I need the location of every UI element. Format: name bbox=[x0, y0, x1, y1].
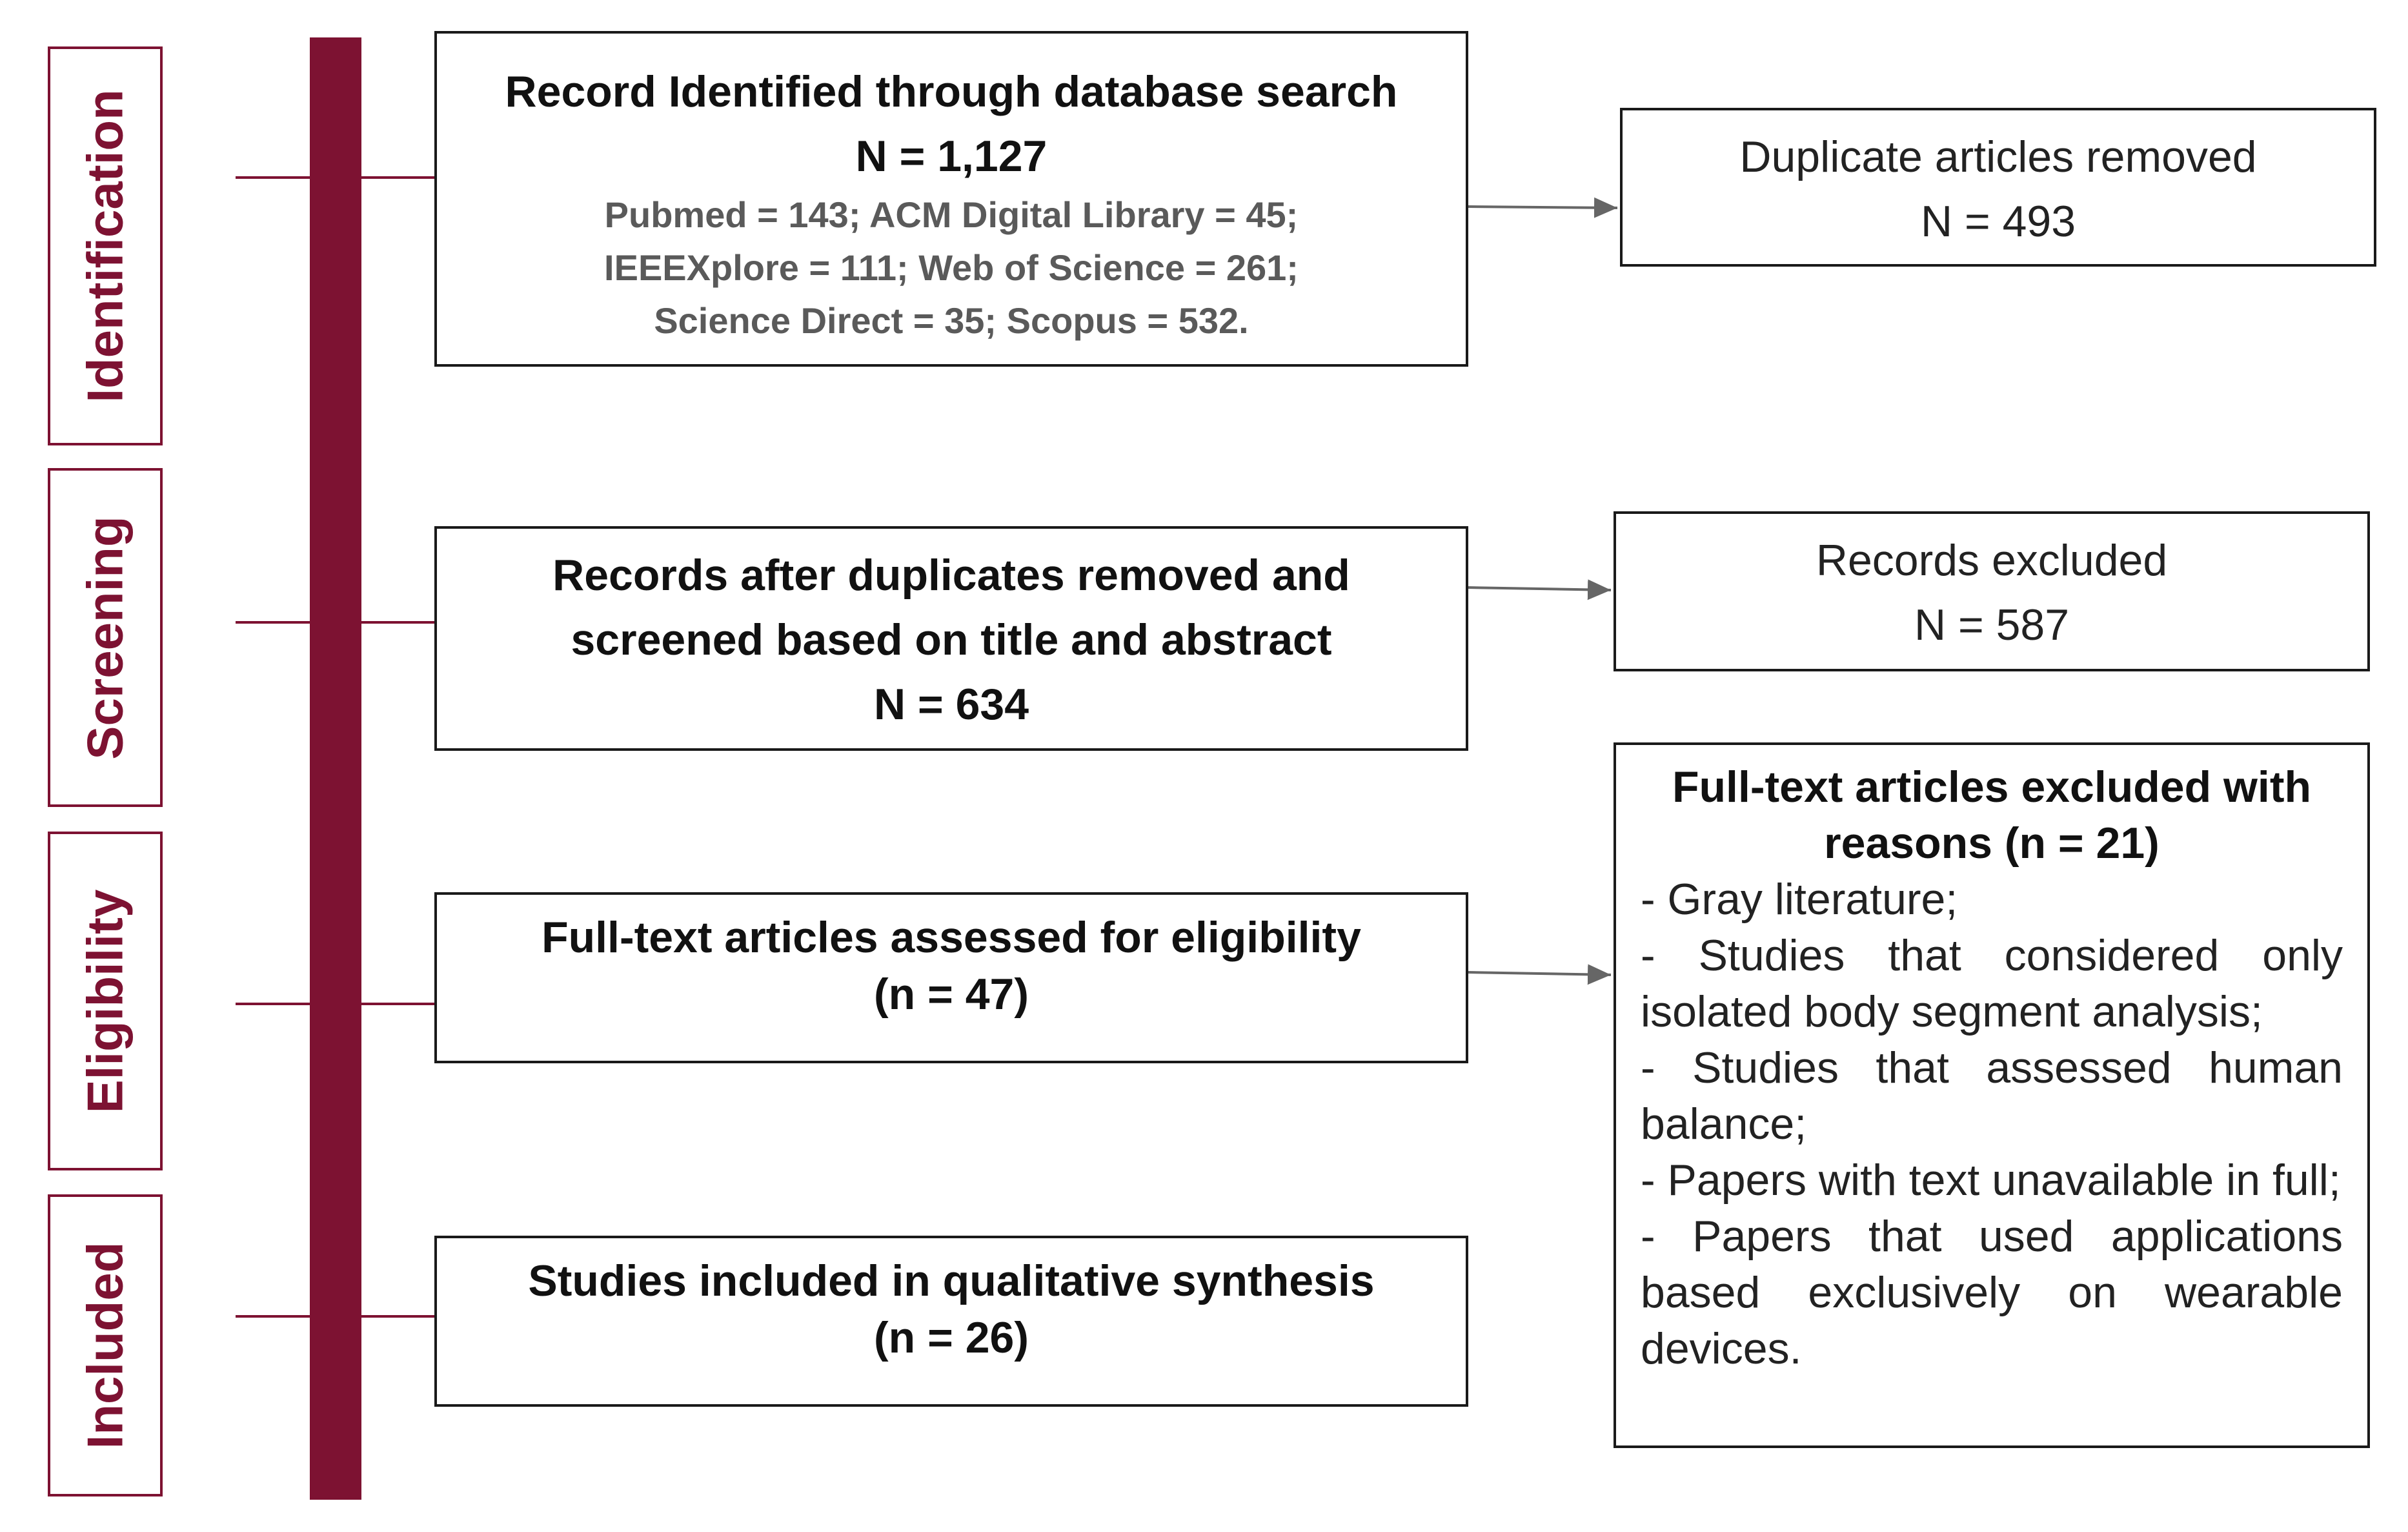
included-count: (n = 26) bbox=[874, 1313, 1029, 1362]
eligibility-title: Full-text articles assessed for eligibil… bbox=[541, 913, 1361, 962]
included-box: Studies included in qualitative synthesi… bbox=[434, 1236, 1468, 1407]
arrow-to-duplicates bbox=[1468, 197, 1618, 218]
exclusion-reason-item: - Papers with text unavailable in full; bbox=[1641, 1156, 2341, 1205]
screening-line: screened based on title and abstract bbox=[571, 615, 1332, 664]
eligibility-count: (n = 47) bbox=[874, 970, 1029, 1019]
duplicates-title: Duplicate articles removed bbox=[1739, 132, 2257, 181]
exclusion-reason-item: - Studies that assessed human balance; bbox=[1641, 1043, 2343, 1149]
arrow-to-records-excluded bbox=[1468, 579, 1612, 600]
arrow-to-full-text-excluded bbox=[1468, 964, 1612, 985]
records-excluded-title: Records excluded bbox=[1816, 536, 2168, 585]
exclusion-reason-item: - Studies that considered only isolated … bbox=[1641, 931, 2343, 1036]
connector-identification bbox=[236, 176, 436, 179]
duplicates-box: Duplicate articles removed N = 493 bbox=[1620, 108, 2376, 267]
phase-label-included: Included bbox=[48, 1194, 163, 1496]
duplicates-count: N = 493 bbox=[1920, 197, 2076, 246]
screening-count: N = 634 bbox=[873, 680, 1029, 729]
identification-title: Record Identified through database searc… bbox=[505, 67, 1398, 116]
reasons-title: Full-text articles excluded with bbox=[1672, 762, 2312, 812]
phase-label-identification: Identification bbox=[48, 46, 163, 445]
phase-spine bbox=[310, 37, 361, 1500]
phase-label-screening: Screening bbox=[48, 468, 163, 807]
records-excluded-box: Records excluded N = 587 bbox=[1614, 511, 2370, 671]
identification-box: Record Identified through database searc… bbox=[434, 31, 1468, 367]
exclusion-reason-item: - Papers that used applications based ex… bbox=[1641, 1212, 2343, 1373]
exclusion-reason-item: - Gray literature; bbox=[1641, 875, 1958, 924]
reasons-title: reasons (n = 21) bbox=[1824, 819, 2160, 868]
identification-sources-line: IEEEXplore = 111; Web of Science = 261; bbox=[604, 247, 1299, 288]
identification-sources-line: Science Direct = 35; Scopus = 532. bbox=[654, 300, 1249, 341]
phase-label-eligibility: Eligibility bbox=[48, 832, 163, 1170]
screening-line: Records after duplicates removed and bbox=[552, 551, 1350, 600]
connector-eligibility bbox=[236, 1003, 436, 1005]
connector-included bbox=[236, 1315, 436, 1318]
full-text-excluded-box: Full-text articles excluded with reasons… bbox=[1614, 742, 2370, 1448]
identification-count: N = 1,127 bbox=[855, 132, 1047, 181]
connector-screening bbox=[236, 621, 436, 624]
eligibility-box: Full-text articles assessed for eligibil… bbox=[434, 892, 1468, 1063]
included-title: Studies included in qualitative synthesi… bbox=[528, 1256, 1375, 1305]
screening-box: Records after duplicates removed and scr… bbox=[434, 526, 1468, 751]
identification-sources-line: Pubmed = 143; ACM Digital Library = 45; bbox=[604, 194, 1299, 235]
records-excluded-count: N = 587 bbox=[1914, 600, 2070, 649]
